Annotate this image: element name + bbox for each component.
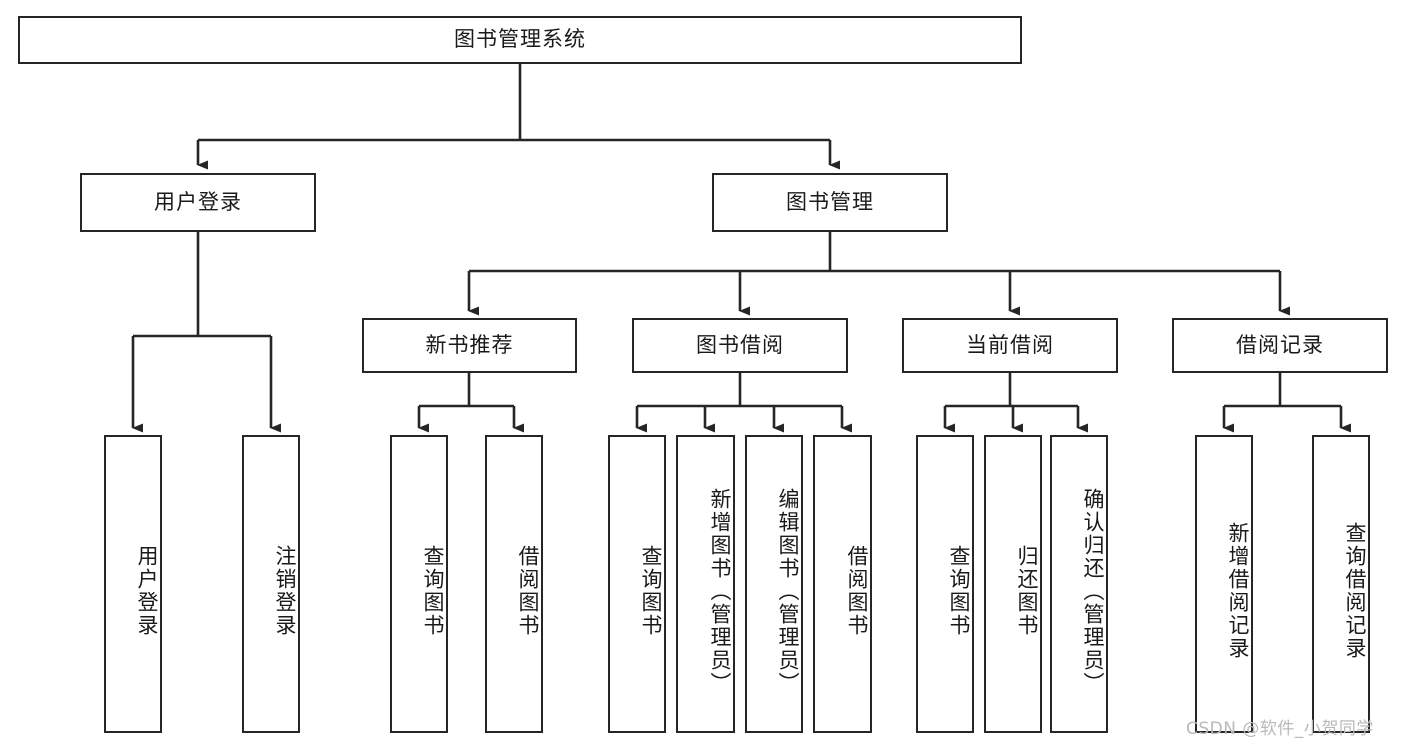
- node-label: 图书借阅: [696, 332, 784, 357]
- leaf-book-borrow-borrow-book[interactable]: 借阅图书: [813, 435, 872, 733]
- node-label: 图书管理: [786, 189, 874, 214]
- node-label: 注销登录: [273, 545, 297, 637]
- node-label: 借阅图书: [845, 545, 869, 637]
- node-label: 查询图书: [947, 545, 971, 637]
- node-label: 查询图书: [421, 545, 445, 637]
- node-user-login[interactable]: 用户登录: [80, 173, 316, 232]
- node-borrow-record[interactable]: 借阅记录: [1172, 318, 1388, 373]
- watermark-text: CSDN @软件_小贺同学: [1186, 719, 1374, 739]
- node-book-borrow[interactable]: 图书借阅: [632, 318, 848, 373]
- node-label: 借阅图书: [516, 545, 540, 637]
- node-label: 新增图书（管理员）: [708, 487, 732, 695]
- leaf-user-login-logout[interactable]: 注销登录: [242, 435, 300, 733]
- leaf-current-borrow-return-book[interactable]: 归还图书: [984, 435, 1042, 733]
- leaf-borrow-record-query-record[interactable]: 查询借阅记录: [1312, 435, 1370, 733]
- node-root-book-management-system[interactable]: 图书管理系统: [18, 16, 1022, 64]
- leaf-current-borrow-query-book[interactable]: 查询图书: [916, 435, 974, 733]
- node-label: 借阅记录: [1236, 332, 1324, 357]
- node-label: 用户登录: [154, 189, 242, 214]
- node-label: 编辑图书（管理员）: [776, 487, 800, 695]
- node-current-borrow[interactable]: 当前借阅: [902, 318, 1118, 373]
- leaf-book-borrow-query-book[interactable]: 查询图书: [608, 435, 666, 733]
- node-label: 归还图书: [1015, 545, 1039, 637]
- node-label: 新书推荐: [425, 332, 514, 357]
- node-new-book-recommend[interactable]: 新书推荐: [362, 318, 577, 373]
- leaf-user-login-login[interactable]: 用户登录: [104, 435, 162, 733]
- node-label: 确认归还（管理员）: [1081, 487, 1105, 695]
- node-label: 用户登录: [135, 545, 159, 637]
- leaf-new-book-borrow-book[interactable]: 借阅图书: [485, 435, 543, 733]
- node-label: 新增借阅记录: [1226, 522, 1250, 660]
- node-label: 查询借阅记录: [1343, 522, 1367, 660]
- leaf-borrow-record-add-record[interactable]: 新增借阅记录: [1195, 435, 1253, 733]
- leaf-book-borrow-edit-book-admin[interactable]: 编辑图书（管理员）: [745, 435, 803, 733]
- node-book-management[interactable]: 图书管理: [712, 173, 948, 232]
- node-label: 查询图书: [639, 545, 663, 637]
- leaf-new-book-query-book[interactable]: 查询图书: [390, 435, 448, 733]
- node-label: 图书管理系统: [454, 27, 586, 52]
- node-label: 当前借阅: [966, 332, 1054, 357]
- leaf-current-borrow-confirm-return-admin[interactable]: 确认归还（管理员）: [1050, 435, 1108, 733]
- leaf-book-borrow-add-book-admin[interactable]: 新增图书（管理员）: [676, 435, 735, 733]
